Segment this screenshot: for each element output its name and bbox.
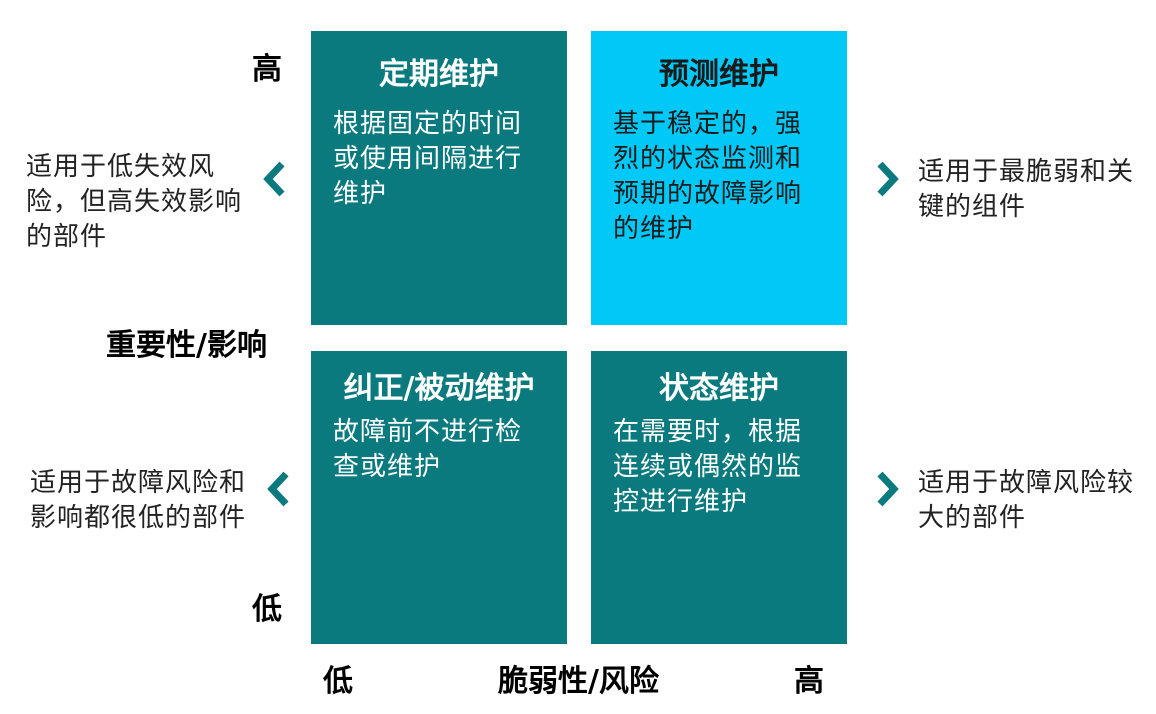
- quadrant-condition-maintenance: 状态维护 在需要时，根据连续或偶然的监控进行维护: [591, 351, 847, 644]
- y-axis-title: 重要性/影响: [106, 328, 267, 363]
- chevron-left-icon: [262, 160, 288, 198]
- quadrant-title: 纠正/被动维护: [343, 371, 535, 406]
- x-axis-high-label: 高: [794, 664, 824, 699]
- quadrant-corrective-maintenance: 纠正/被动维护 故障前不进行检查或维护: [311, 351, 567, 644]
- x-axis-low-label: 低: [323, 664, 353, 699]
- quadrant-predictive-maintenance: 预测维护 基于稳定的，强烈的状态监测和预期的故障影响的维护: [591, 31, 847, 325]
- chevron-right-icon: [874, 470, 900, 508]
- chevron-left-icon: [266, 470, 292, 508]
- quadrant-description: 故障前不进行检查或维护: [333, 417, 523, 482]
- y-axis-low-label: 低: [252, 592, 282, 627]
- quadrant-title: 预测维护: [659, 57, 779, 92]
- quadrant-description: 基于稳定的，强烈的状态监测和预期的故障影响的维护: [613, 109, 803, 244]
- y-axis-high-label: 高: [252, 52, 282, 87]
- note-bottom-right: 适用于故障风险较大的部件: [918, 468, 1135, 533]
- note-bottom-left: 适用于故障风险和影响都很低的部件: [30, 468, 247, 533]
- quadrant-title: 状态维护: [659, 371, 779, 406]
- chevron-right-icon: [874, 160, 900, 198]
- quadrant-description: 在需要时，根据连续或偶然的监控进行维护: [613, 417, 803, 517]
- quadrant-description: 根据固定的时间或使用间隔进行维护: [333, 109, 523, 209]
- note-top-left: 适用于低失效风险，但高失效影响的部件: [26, 152, 243, 252]
- x-axis-title: 脆弱性/风险: [498, 664, 659, 699]
- note-top-right: 适用于最脆弱和关键的组件: [918, 157, 1135, 222]
- quadrant-scheduled-maintenance: 定期维护 根据固定的时间或使用间隔进行维护: [311, 31, 567, 325]
- quadrant-title: 定期维护: [379, 57, 499, 92]
